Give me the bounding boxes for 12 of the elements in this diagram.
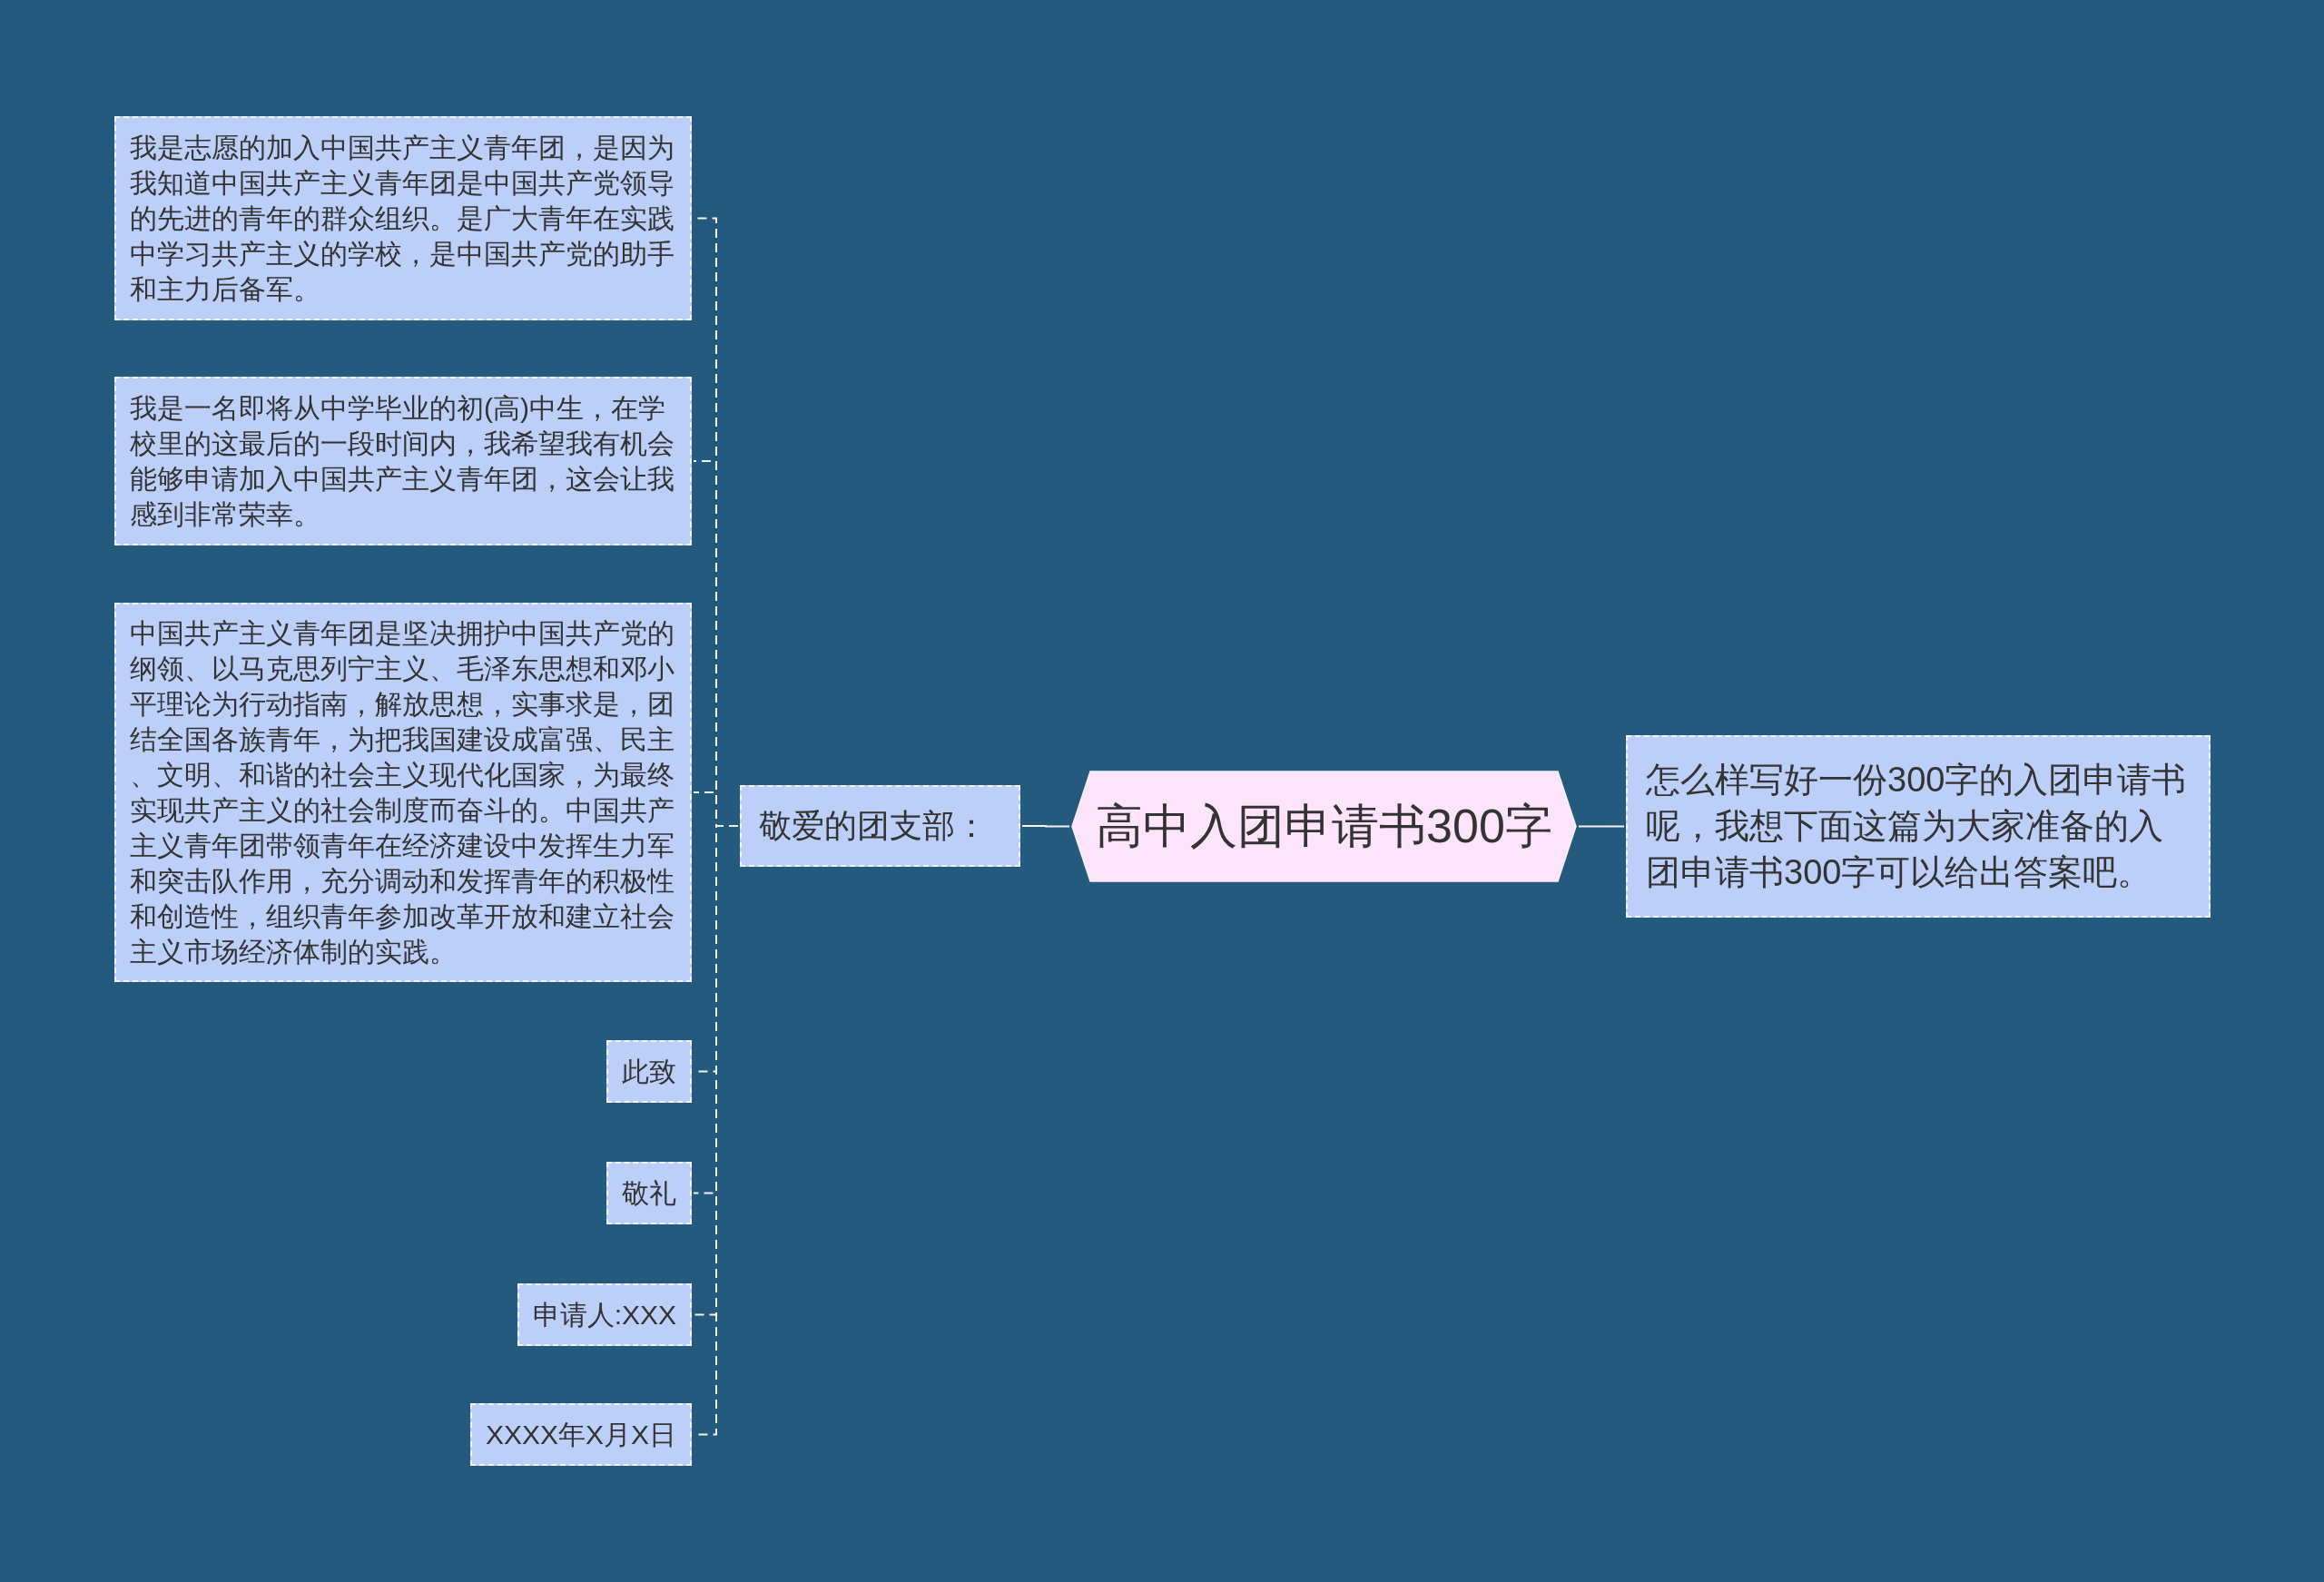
text-box: 我是志愿的加入中国共产主义青年团，是因为我知道中国共产主义青年团是中国共产党领导的先进的青年的群众组织。是广大青年在实践中学习共产主义的学校，是中国共产党的助手和主力后备军。 xyxy=(114,116,692,320)
text-box: 申请人:XXX xyxy=(517,1283,692,1346)
text-box: XXXX年X月X日 xyxy=(469,1403,692,1466)
text-box: 中国共产主义青年团是坚决拥护中国共产党的纲领、以马克思列宁主义、毛泽东思想和邓小平理论为行动指南，解放思想，实事求是，团结全国各族青年，为把我国建设成富强、民主、文明、和谐的社会主义现代化国家，为最终实现共产主义的社会制度而奋斗的。中国共产主义青年团带领青年在经济建设中发挥生力军和突击队作用，充分调动和发挥青年的积极性和创造性，组织青年参加改革开放和建立社会主义市场经济体制的实践。 xyxy=(114,603,692,982)
connector-line xyxy=(1021,825,1070,828)
hexagon-topic: 高中入团申请书300字 xyxy=(1071,771,1577,882)
text-box: 敬礼 xyxy=(606,1162,692,1224)
text-box: 怎么样写好一份300字的入团申请书呢，我想下面这篇为大家准备的入团申请书300字可以给出答案吧。 xyxy=(1626,735,2211,918)
text-box: 此致 xyxy=(606,1040,692,1103)
connector-line xyxy=(1578,825,1625,828)
branch-box: 敬爱的团支部： xyxy=(740,785,1020,867)
text-box: 我是一名即将从中学毕业的初(高)中生，在学校里的这最后的一段时间内，我希望我有机会能够申请加入中国共产主义青年团，这会让我感到非常荣幸。 xyxy=(114,377,692,545)
